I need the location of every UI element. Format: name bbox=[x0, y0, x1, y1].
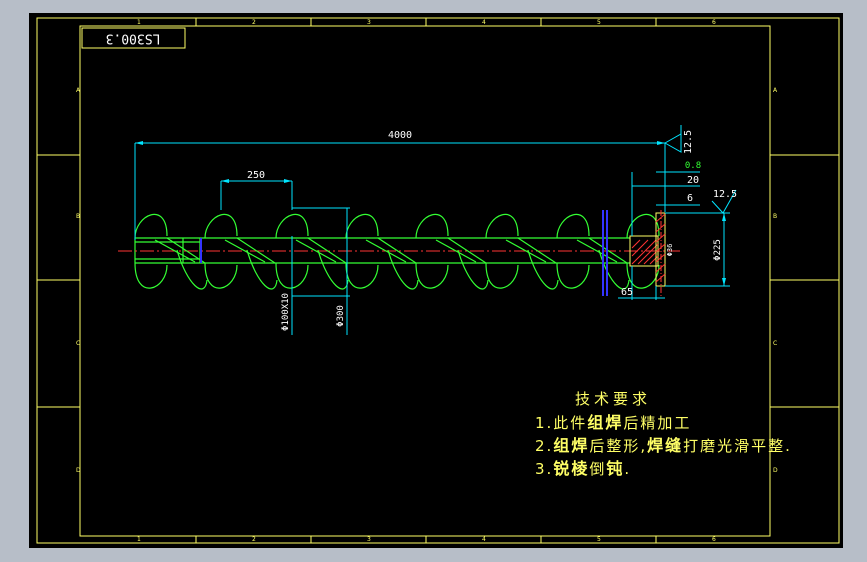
dim-hole-label: Φ36 bbox=[666, 244, 674, 257]
flight-edge bbox=[485, 213, 519, 289]
zone-number: 6 bbox=[712, 536, 716, 543]
zone-numbers: 1 2 3 4 5 6 1 2 3 4 5 6 bbox=[137, 19, 716, 543]
zone-letter: D bbox=[76, 467, 81, 474]
flight-edge bbox=[556, 213, 590, 289]
notes-bold: 组焊 bbox=[587, 413, 624, 432]
notes-text: 后精加工 bbox=[623, 414, 692, 432]
flight-helix bbox=[505, 237, 557, 264]
notes-text: 打磨光滑平整. bbox=[683, 437, 792, 455]
zone-number: 1 bbox=[137, 536, 141, 543]
dim-small-label: 0.8 bbox=[685, 161, 701, 171]
dim-end-width-6: 6 bbox=[687, 193, 693, 204]
notes-line-3: 3.锐棱倒钝. bbox=[535, 457, 792, 480]
flight-helix bbox=[435, 237, 487, 264]
flight-back bbox=[246, 249, 278, 290]
end-flange bbox=[629, 210, 666, 296]
flight-helix bbox=[224, 237, 276, 264]
zone-number: 5 bbox=[597, 536, 601, 543]
zone-letter: C bbox=[773, 340, 777, 347]
flight-back bbox=[457, 249, 489, 290]
notes-bold: 组焊 bbox=[553, 436, 590, 455]
dimension-texts: 4000 250 20 6 65 12.5 Φ100X10 Φ300 Φ225 … bbox=[247, 130, 737, 331]
dim-flight-diameter: Φ300 bbox=[336, 305, 346, 327]
notes-line-1: 1.此件组焊后精加工 bbox=[535, 411, 792, 434]
zone-letter: B bbox=[773, 213, 777, 220]
zone-number: 3 bbox=[367, 536, 371, 543]
zone-number: 1 bbox=[137, 19, 141, 26]
zone-number: 2 bbox=[252, 536, 256, 543]
bolt-markers bbox=[200, 210, 608, 296]
flight-back bbox=[387, 249, 419, 290]
flight-helix bbox=[154, 237, 206, 264]
zone-letters: A B C D A B C D bbox=[76, 87, 778, 474]
dim-end-width-20: 20 bbox=[687, 175, 699, 186]
flight-helix bbox=[295, 237, 347, 264]
drawing-frame bbox=[36, 17, 840, 544]
flight-edge bbox=[204, 213, 238, 289]
zone-number: 5 bbox=[597, 19, 601, 26]
zone-letter: C bbox=[76, 340, 80, 347]
dim-end-diameter: Φ225 bbox=[713, 239, 723, 261]
zone-number: 4 bbox=[482, 536, 486, 543]
drawing-background bbox=[29, 13, 843, 548]
technical-requirements: 技术要求 1.此件组焊后精加工 2.组焊后整形,焊缝打磨光滑平整. 3.锐棱倒钝… bbox=[535, 388, 792, 480]
dim-roughness-right: 12.5 bbox=[713, 189, 737, 200]
zone-number: 6 bbox=[712, 19, 716, 26]
zone-letter: A bbox=[773, 87, 778, 94]
flight-back bbox=[176, 249, 208, 290]
notes-title: 技术要求 bbox=[575, 390, 652, 408]
flight-edge bbox=[134, 213, 168, 289]
zone-number: 4 bbox=[482, 19, 486, 26]
dimension-lines bbox=[134, 125, 737, 335]
dim-end-length-65: 65 bbox=[621, 287, 633, 298]
drawing-number: LS300.3 bbox=[106, 31, 161, 46]
dim-roughness-top: 12.5 bbox=[683, 130, 694, 154]
zone-letter: A bbox=[76, 87, 81, 94]
screw-flights bbox=[134, 213, 660, 290]
notes-text: 3. bbox=[535, 460, 554, 478]
dim-pitch: 250 bbox=[247, 170, 265, 181]
zone-letter: B bbox=[76, 213, 80, 220]
notes-line-2: 2.组焊后整形,焊缝打磨光滑平整. bbox=[535, 434, 792, 457]
zone-letter: D bbox=[773, 467, 778, 474]
zone-number: 3 bbox=[367, 19, 371, 26]
dimension-arrows bbox=[135, 141, 726, 286]
notes-text: 倒 bbox=[589, 460, 607, 478]
notes-text: 后整形, bbox=[589, 437, 648, 455]
dim-total-length: 4000 bbox=[388, 130, 412, 141]
notes-bold: 钝 bbox=[606, 459, 625, 478]
flight-back bbox=[527, 249, 559, 290]
dim-shaft-diameter: Φ100X10 bbox=[281, 293, 291, 331]
flight-edge bbox=[626, 213, 660, 289]
flight-edge bbox=[415, 213, 449, 289]
notes-text: . bbox=[624, 460, 632, 478]
notes-text: 1.此件 bbox=[535, 414, 588, 432]
zone-number: 2 bbox=[252, 19, 256, 26]
notes-bold: 锐棱 bbox=[553, 459, 590, 478]
notes-bold: 焊缝 bbox=[647, 436, 684, 455]
flight-helix bbox=[365, 237, 417, 264]
notes-text: 2. bbox=[535, 437, 554, 455]
